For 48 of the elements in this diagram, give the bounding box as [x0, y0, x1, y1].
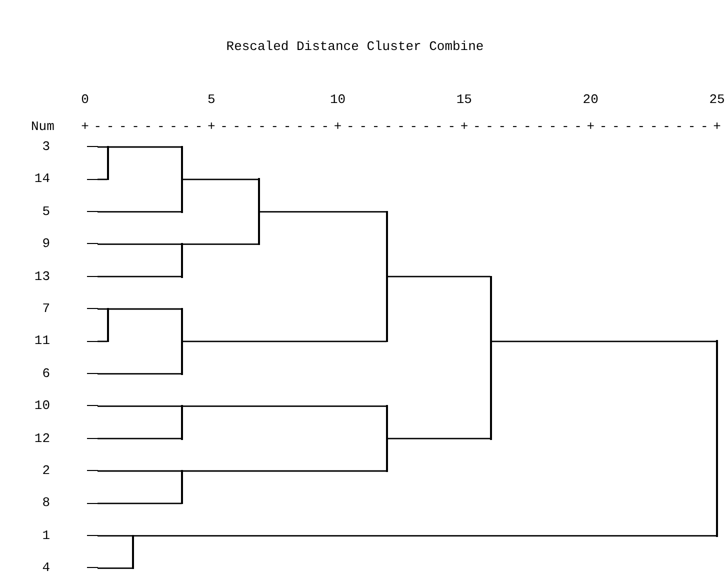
dendrogram-link	[98, 244, 182, 245]
dendrogram-link	[260, 211, 387, 212]
dendrogram-link	[182, 244, 259, 245]
dendrogram-link	[98, 211, 182, 212]
dendrogram-link	[98, 146, 108, 148]
dendrogram-link	[98, 438, 182, 440]
tick-label: 20	[582, 92, 600, 108]
dendrogram-link	[182, 470, 387, 472]
merge-line	[181, 243, 184, 278]
merge-line	[386, 405, 388, 472]
dendrogram-link	[98, 470, 182, 472]
merge-line	[106, 146, 109, 180]
dendrogram-link	[108, 308, 182, 310]
merge-line	[181, 146, 184, 213]
dendrogram-link	[388, 438, 490, 440]
dendrogram-link	[182, 340, 387, 342]
tick-label: 10	[328, 92, 347, 108]
dendrogram-link	[98, 308, 108, 310]
axis-caption: Num	[31, 119, 54, 135]
merge-line	[386, 210, 388, 342]
dendrogram-link	[98, 568, 133, 569]
dendrogram-link	[491, 340, 716, 342]
merge-line	[132, 534, 134, 570]
tick-label: 0	[80, 92, 90, 108]
merge-line	[490, 276, 492, 440]
merge-line	[258, 178, 260, 246]
tick-label: 5	[206, 92, 216, 108]
dendrogram-link	[388, 276, 490, 278]
dendrogram-link	[98, 276, 182, 278]
merge-line	[181, 470, 184, 504]
merge-line	[716, 340, 718, 537]
axis-scale: +---------+---------+---------+---------+---------+	[81, 119, 726, 135]
dendrogram-link	[98, 340, 108, 342]
tick-label: 15	[455, 92, 473, 108]
dendrogram-link	[182, 178, 259, 180]
dendrogram-link	[98, 535, 133, 536]
dendrogram-link	[98, 406, 182, 407]
merge-line	[181, 405, 184, 440]
dendrogram-link	[182, 406, 387, 407]
dendrogram-link	[134, 535, 716, 536]
dendrogram-link	[108, 146, 182, 148]
dendrogram-link	[98, 178, 108, 180]
chart-title: Rescaled Distance Cluster Combine	[225, 39, 485, 55]
merge-line	[106, 308, 109, 342]
dendrogram-link	[98, 373, 182, 374]
tick-label: 25	[708, 92, 726, 108]
merge-line	[181, 308, 184, 375]
dendrogram-link	[98, 502, 182, 504]
